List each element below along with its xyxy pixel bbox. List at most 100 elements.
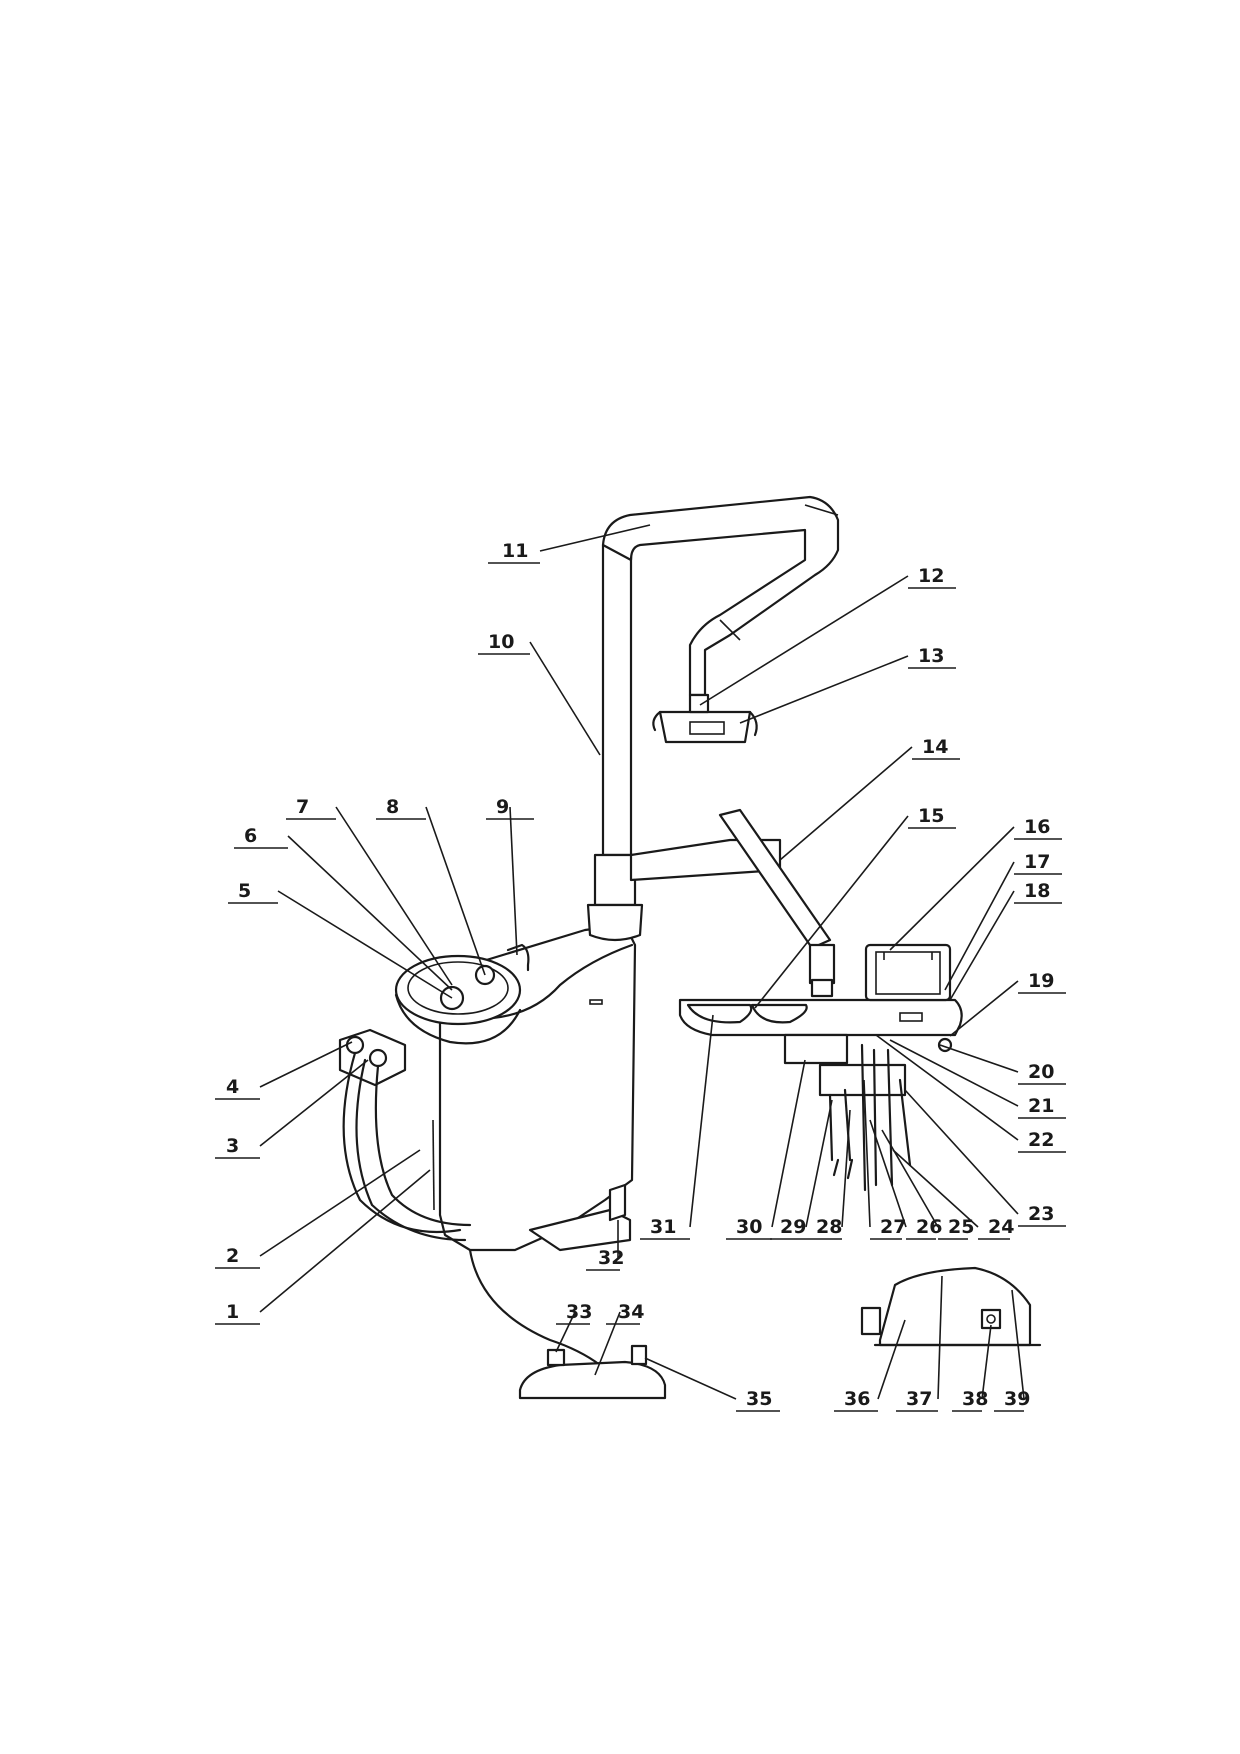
callout-14: 14 (779, 736, 960, 861)
callout-number-16: 16 (1024, 816, 1050, 838)
callout-31: 31 (640, 1014, 714, 1240)
callout-2: 2 (215, 1149, 421, 1269)
callout-5: 5 (228, 880, 453, 999)
callout-leader-28 (841, 1109, 851, 1228)
callout-leader-12 (699, 575, 909, 706)
callout-18: 18 (949, 880, 1062, 1001)
callout-leader-9 (509, 806, 518, 956)
callout-leader-37 (937, 1275, 943, 1400)
callout-24: 24 (892, 1149, 1014, 1240)
callout-leader-26 (869, 1119, 907, 1228)
callout-16: 16 (889, 816, 1062, 951)
callout-37: 37 (896, 1275, 943, 1412)
callout-25: 25 (881, 1129, 974, 1240)
base-plate (528, 1183, 632, 1252)
foot-control (518, 1344, 667, 1400)
callout-20: 20 (939, 1044, 1066, 1085)
callout-leader-1 (259, 1169, 431, 1313)
light-pole (586, 543, 644, 942)
callout-number-30: 30 (736, 1216, 762, 1238)
callout-number-22: 22 (1028, 1129, 1054, 1151)
callout-number-28: 28 (816, 1216, 842, 1238)
callout-number-38: 38 (962, 1388, 988, 1410)
callout-number-31: 31 (650, 1216, 676, 1238)
tray-arm (629, 808, 836, 998)
callout-leader-11 (539, 524, 651, 552)
callout-3: 3 (215, 1059, 369, 1159)
callout-leader-35 (644, 1357, 737, 1400)
light-arm (601, 495, 840, 697)
callout-number-7: 7 (296, 796, 309, 818)
callout-22: 22 (875, 1034, 1066, 1153)
callout-leader-33 (555, 1311, 576, 1353)
callout-number-11: 11 (502, 540, 528, 562)
callout-35: 35 (644, 1357, 780, 1412)
callout-36: 36 (834, 1319, 906, 1412)
callout-leader-39 (1011, 1289, 1025, 1400)
callout-leader-30 (771, 1059, 806, 1228)
hoses (342, 1051, 602, 1367)
callout-leader-21 (889, 1039, 1019, 1107)
callout-leader-31 (689, 1014, 714, 1228)
callout-27: 27 (863, 1079, 906, 1240)
callout-number-33: 33 (566, 1301, 592, 1323)
callout-38: 38 (952, 1324, 992, 1412)
callout-leader-25 (881, 1129, 939, 1228)
callout-leader-10 (529, 641, 601, 756)
callout-number-23: 23 (1028, 1203, 1054, 1225)
callout-number-15: 15 (918, 805, 944, 827)
callout-number-32: 32 (598, 1247, 624, 1269)
callout-leader-18 (949, 890, 1015, 1001)
spittoon-faucet (506, 943, 530, 972)
callout-leader-5 (277, 890, 453, 999)
callout-33: 33 (555, 1301, 592, 1353)
callout-13: 13 (739, 645, 956, 724)
callout-leader-24 (892, 1149, 979, 1228)
callout-29: 29 (770, 1099, 833, 1240)
callout-number-1: 1 (226, 1301, 239, 1323)
callout-number-2: 2 (226, 1245, 239, 1267)
callout-leader-6 (287, 835, 453, 991)
callout-leader-20 (939, 1044, 1019, 1073)
callout-leader-38 (981, 1324, 992, 1400)
callout-6: 6 (234, 825, 453, 991)
callout-21: 21 (889, 1039, 1066, 1119)
callout-28: 28 (806, 1109, 851, 1240)
callout-leader-17 (944, 861, 1015, 991)
callout-number-17: 17 (1024, 851, 1050, 873)
callout-30: 30 (726, 1059, 806, 1240)
callout-number-14: 14 (922, 736, 948, 758)
handpiece-holders (783, 1033, 953, 1192)
callout-leader-13 (739, 655, 909, 724)
control-unit (860, 1266, 1042, 1347)
callout-leader-19 (949, 980, 1019, 1037)
callout-number-20: 20 (1028, 1061, 1054, 1083)
callout-number-35: 35 (746, 1388, 772, 1410)
callout-number-19: 19 (1028, 970, 1054, 992)
callout-leader-4 (259, 1041, 353, 1088)
callout-number-37: 37 (906, 1388, 932, 1410)
callout-9: 9 (486, 796, 534, 956)
callout-15: 15 (754, 805, 956, 1009)
callout-leader-7 (335, 806, 453, 986)
callout-leader-29 (805, 1099, 833, 1228)
callout-leader-8 (425, 806, 486, 976)
callout-leader-15 (754, 815, 909, 1009)
callout-39: 39 (994, 1289, 1030, 1412)
callout-number-3: 3 (226, 1135, 239, 1157)
callout-number-13: 13 (918, 645, 944, 667)
callout-number-6: 6 (244, 825, 257, 847)
callout-7: 7 (286, 796, 453, 986)
callout-number-9: 9 (496, 796, 509, 818)
callout-number-18: 18 (1024, 880, 1050, 902)
callout-number-21: 21 (1028, 1095, 1054, 1117)
callout-17: 17 (944, 851, 1062, 991)
callout-number-12: 12 (918, 565, 944, 587)
film-viewer (864, 943, 952, 1002)
callout-number-29: 29 (780, 1216, 806, 1238)
callout-number-24: 24 (988, 1216, 1014, 1238)
callout-number-27: 27 (880, 1216, 906, 1238)
callout-number-39: 39 (1004, 1388, 1030, 1410)
